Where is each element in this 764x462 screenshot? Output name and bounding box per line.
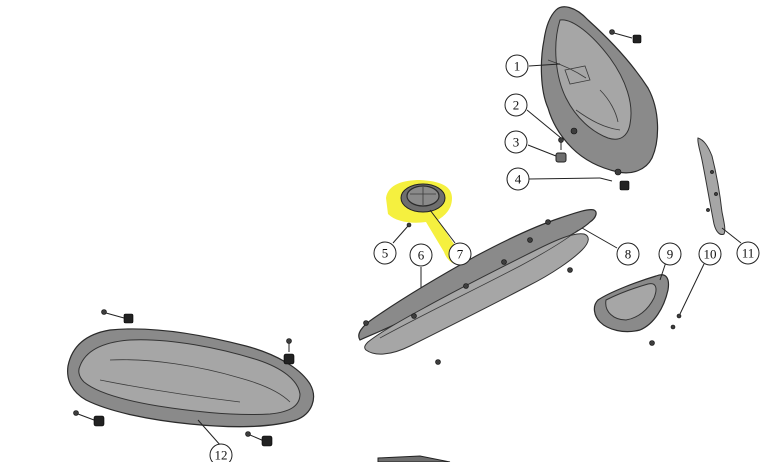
callout-4-label: 4 [515, 172, 522, 187]
lamp-bar [358, 209, 597, 365]
screw-part-10 [670, 313, 682, 330]
callout-10: 10 [698, 242, 722, 266]
callout-6: 6 [409, 243, 433, 267]
callout-8: 8 [616, 242, 640, 266]
trim-strip [697, 137, 726, 235]
clip-part-3 [555, 152, 567, 163]
upper-headlamp [540, 6, 659, 176]
lower-headlamp [67, 309, 315, 447]
callout-12: 12 [209, 443, 233, 462]
screw-part-2 [558, 137, 564, 150]
callout-5-label: 5 [382, 246, 389, 261]
leader-lines [197, 63, 742, 447]
callout-7: 7 [448, 242, 472, 266]
callout-5: 5 [373, 241, 397, 265]
callout-11: 11 [736, 241, 760, 265]
callout-12-label: 12 [215, 448, 228, 462]
upper-screw [609, 29, 642, 44]
callout-1: 1 [505, 54, 529, 78]
callout-6-label: 6 [418, 248, 425, 263]
bracket-part-9 [593, 274, 670, 346]
cap-part-7 [400, 183, 446, 213]
callout-8-label: 8 [625, 247, 632, 262]
callout-3-label: 3 [513, 135, 520, 150]
callout-9-label: 9 [667, 247, 674, 262]
callout-3: 3 [504, 130, 528, 154]
callout-4: 4 [506, 167, 530, 191]
callout-7-label: 7 [457, 247, 464, 262]
bolt-part-4 [599, 177, 630, 191]
callout-2-label: 2 [513, 98, 520, 113]
callout-10-label: 10 [704, 247, 717, 262]
callout-11-label: 11 [742, 246, 755, 261]
callout-1-label: 1 [514, 59, 521, 74]
callout-9: 9 [658, 242, 682, 266]
callout-2: 2 [504, 93, 528, 117]
partial-part-bottom [377, 455, 451, 462]
